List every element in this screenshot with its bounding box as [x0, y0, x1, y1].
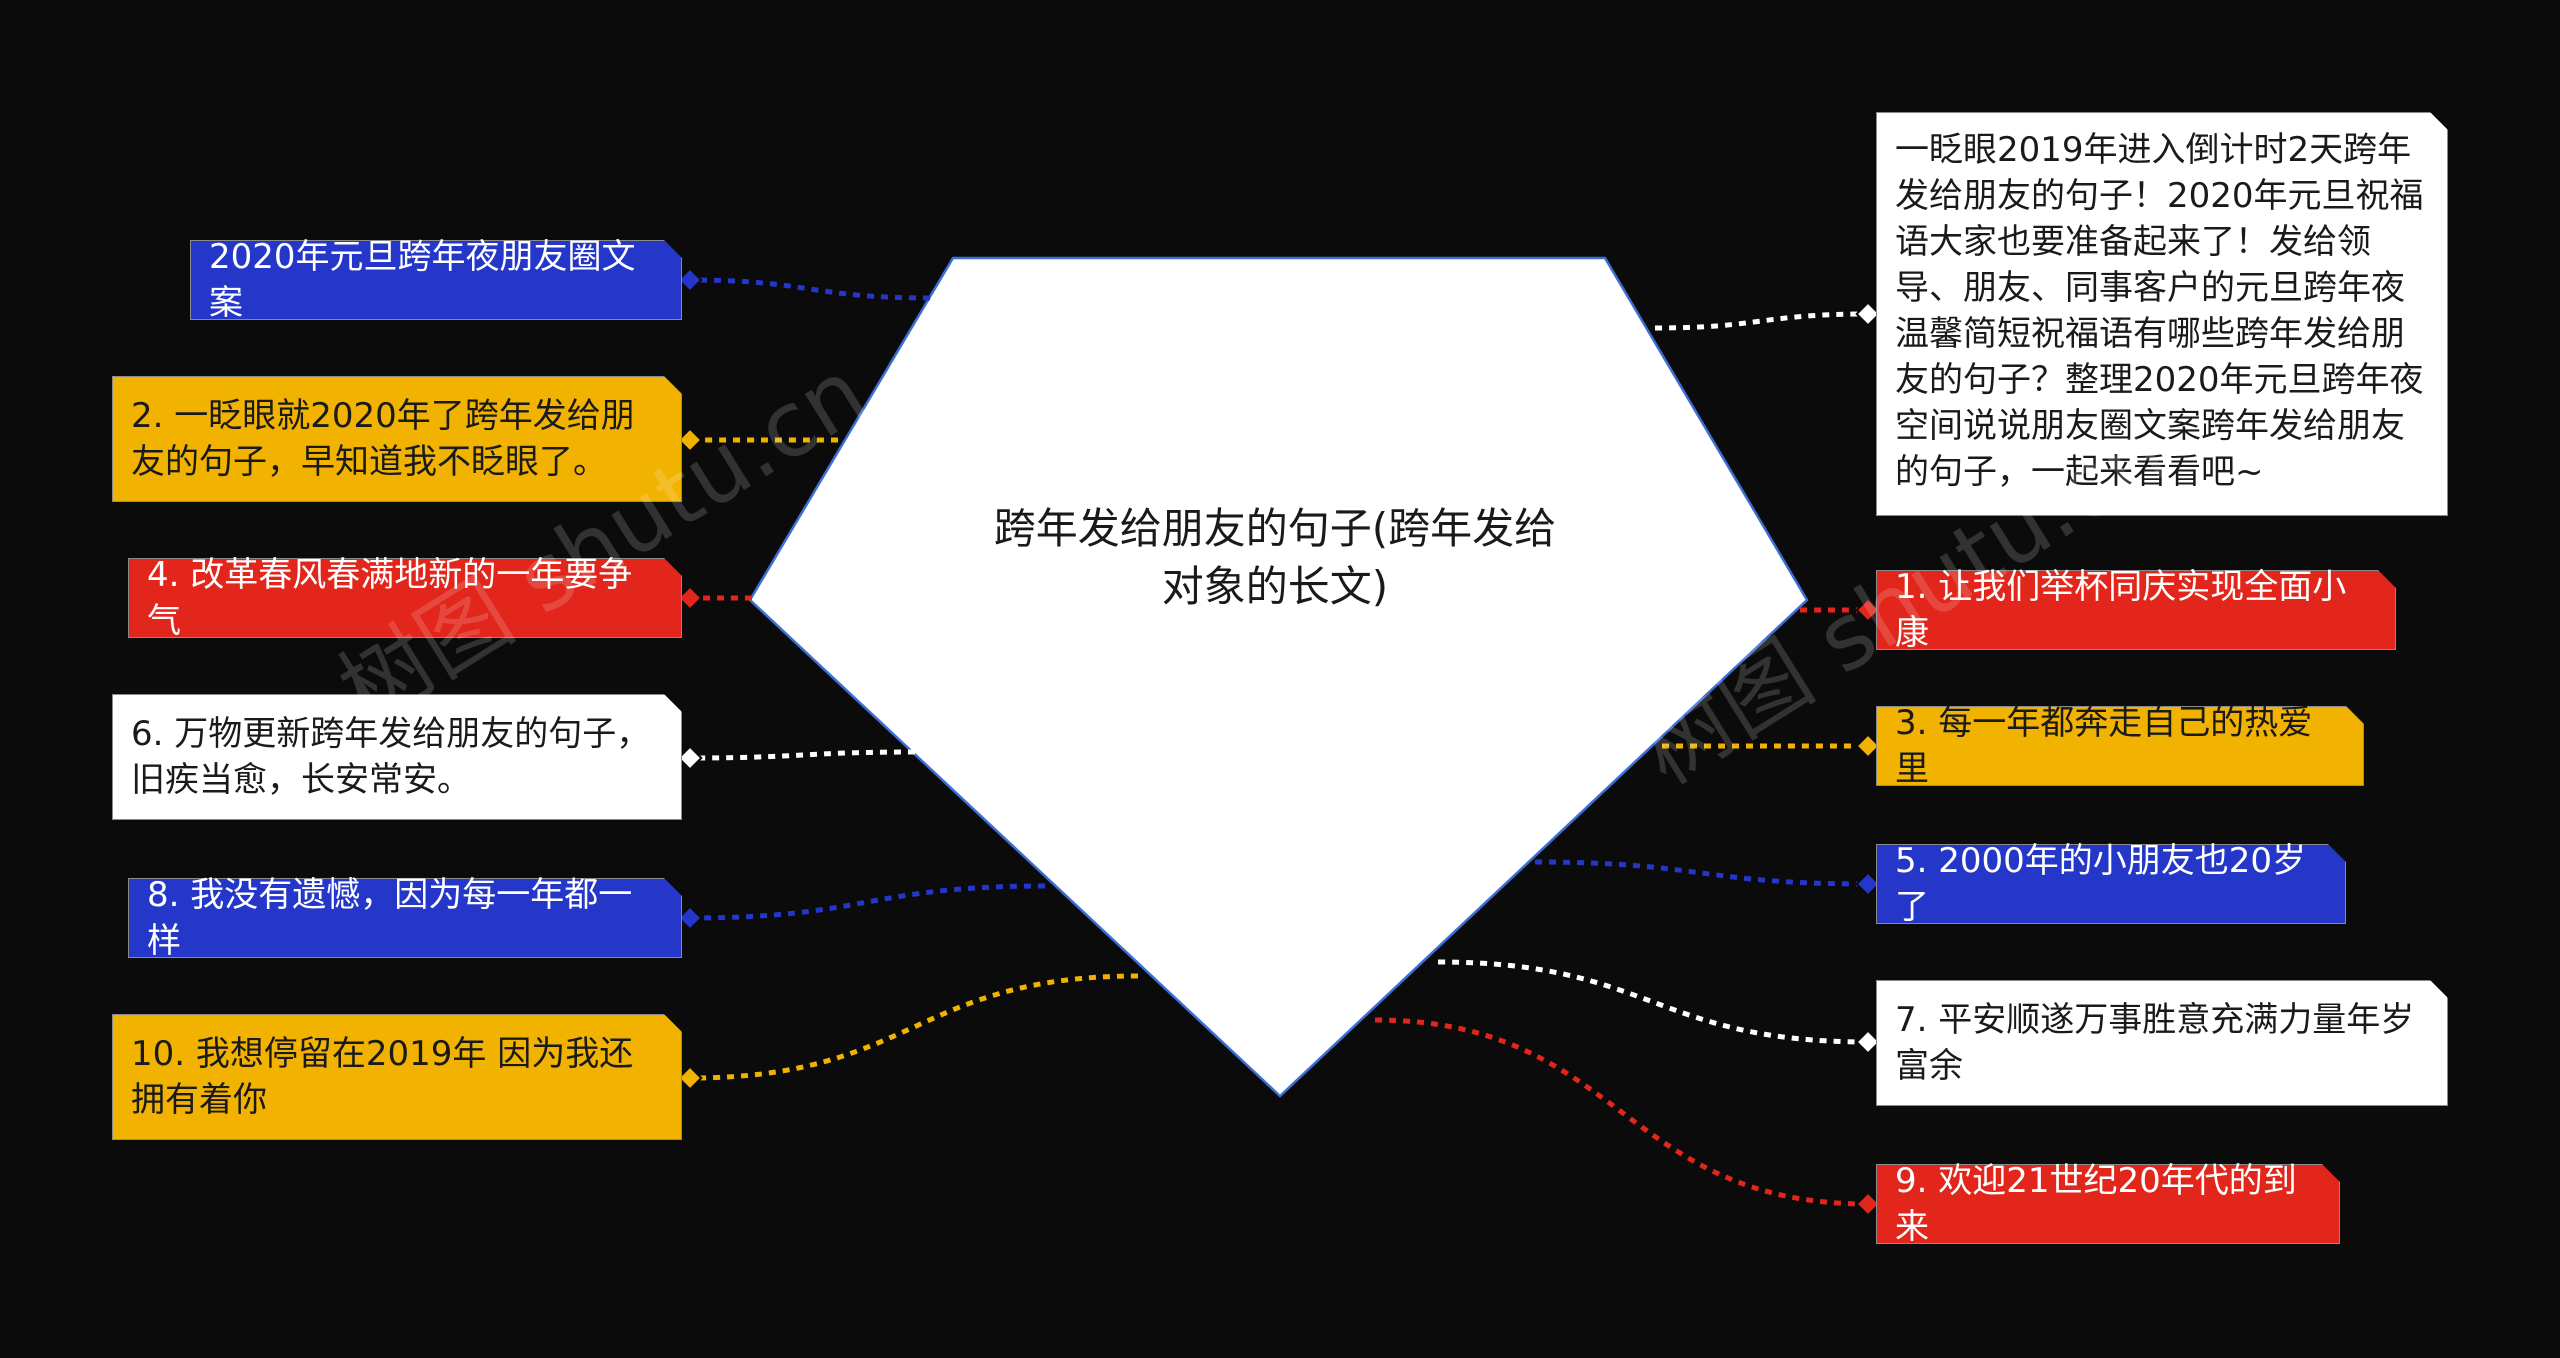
node-summary[interactable]: 一眨眼2019年进入倒计时2天跨年发给朋友的句子！2020年元旦祝福语大家也要准… — [1876, 112, 2448, 516]
node-new-year-eve-moments[interactable]: 2020年元旦跨年夜朋友圈文案 — [190, 237, 682, 323]
node-label: 2020年元旦跨年夜朋友圈文案 — [209, 237, 636, 323]
connector-diamond-l3 — [677, 585, 703, 611]
node-label: 1. 让我们举杯同庆实现全面小康 — [1895, 567, 2347, 653]
connector-l1 — [689, 277, 931, 301]
center-topic-label[interactable]: 跨年发给朋友的句子(跨年发给对象的长文) — [993, 504, 1557, 611]
connector-r5 — [1437, 959, 1869, 1045]
node-item-10[interactable]: 10. 我想停留在2019年 因为我还拥有着你 — [112, 1014, 682, 1140]
node-label: 8. 我没有遗憾，因为每一年都一样 — [147, 875, 633, 961]
node-item-5[interactable]: 5. 2000年的小朋友也20岁了 — [1876, 841, 2346, 927]
connector-diamond-r3 — [1855, 733, 1881, 759]
connector-diamond-l4 — [677, 745, 703, 771]
node-label: 2. 一眨眼就2020年了跨年发给朋友的句子，早知道我不眨眼了。 — [131, 396, 635, 482]
connector-diamond-l6 — [677, 1065, 703, 1091]
node-item-9[interactable]: 9. 欢迎21世纪20年代的到来 — [1876, 1161, 2340, 1247]
center-pentagon[interactable] — [748, 256, 1809, 1098]
node-item-6[interactable]: 6. 万物更新跨年发给朋友的句子，旧疾当愈，长安常安。 — [112, 694, 682, 820]
node-label: 10. 我想停留在2019年 因为我还拥有着你 — [131, 1034, 634, 1120]
connector-l6 — [689, 973, 1139, 1081]
node-item-1[interactable]: 1. 让我们举杯同庆实现全面小康 — [1876, 567, 2396, 653]
connector-diamond-r5 — [1855, 1029, 1881, 1055]
connector-diamond-r4 — [1855, 871, 1881, 897]
node-label: 4. 改革春风春满地新的一年要争气 — [147, 555, 633, 641]
node-item-3[interactable]: 3. 每一年都奔走自己的热爱里 — [1876, 703, 2364, 789]
connector-diamond-l5 — [677, 905, 703, 931]
node-label: 5. 2000年的小朋友也20岁了 — [1895, 841, 2307, 927]
connector-r1 — [1654, 311, 1869, 331]
connector-r4 — [1534, 859, 1869, 887]
node-label: 6. 万物更新跨年发给朋友的句子，旧疾当愈，长安常安。 — [131, 714, 651, 800]
connector-diamond-r1 — [1855, 301, 1881, 327]
node-label: 3. 每一年都奔走自己的热爱里 — [1895, 703, 2313, 789]
connector-diamond-l1 — [677, 267, 703, 293]
connector-diamond-r2 — [1855, 597, 1881, 623]
node-item-7[interactable]: 7. 平安顺遂万事胜意充满力量年岁富余 — [1876, 980, 2448, 1106]
connector-r6 — [1374, 1017, 1869, 1207]
connector-diamond-r6 — [1855, 1191, 1881, 1217]
node-item-8[interactable]: 8. 我没有遗憾，因为每一年都一样 — [128, 875, 682, 961]
connector-diamond-l2 — [677, 427, 703, 453]
node-label: 一眨眼2019年进入倒计时2天跨年发给朋友的句子！2020年元旦祝福语大家也要准… — [1895, 130, 2424, 492]
node-label: 9. 欢迎21世纪20年代的到来 — [1895, 1161, 2297, 1247]
node-label: 7. 平安顺遂万事胜意充满力量年岁富余 — [1895, 1000, 2415, 1086]
connector-l4 — [689, 749, 916, 761]
node-item-2[interactable]: 2. 一眨眼就2020年了跨年发给朋友的句子，早知道我不眨眼了。 — [112, 376, 682, 502]
connector-l5 — [689, 883, 1046, 921]
node-item-4[interactable]: 4. 改革春风春满地新的一年要争气 — [128, 555, 682, 641]
